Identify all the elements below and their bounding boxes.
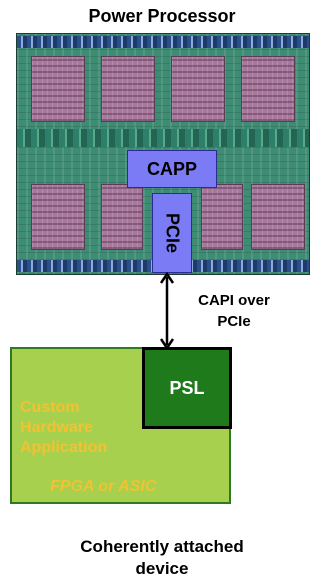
capi-link-label: CAPI over PCIe [184,290,284,332]
die-core-block [251,184,305,250]
die-cache-band [17,129,309,147]
die-core-block [241,56,295,122]
bidirectional-arrow [159,271,175,351]
pcie-label: PCIe [162,212,183,254]
die-core-block [31,184,85,250]
pcie-block: PCIe [152,193,192,273]
device-caption: Coherently attached device [80,537,244,578]
custom-app-label: Custom Hardware Application [20,399,108,456]
die-core-block [201,184,243,250]
die-core-block [101,56,155,122]
die-core-block [31,56,85,122]
capp-block: CAPP [127,150,217,188]
die-core-block [171,56,225,122]
die-top-io-strip [17,36,309,48]
processor-title: Power Processor [88,6,236,26]
psl-block: PSL [142,347,232,429]
fpga-asic-label: FPGA or ASIC [50,478,157,495]
capi-link-text: CAPI over PCIe [198,292,270,330]
die-core-block [101,184,143,250]
